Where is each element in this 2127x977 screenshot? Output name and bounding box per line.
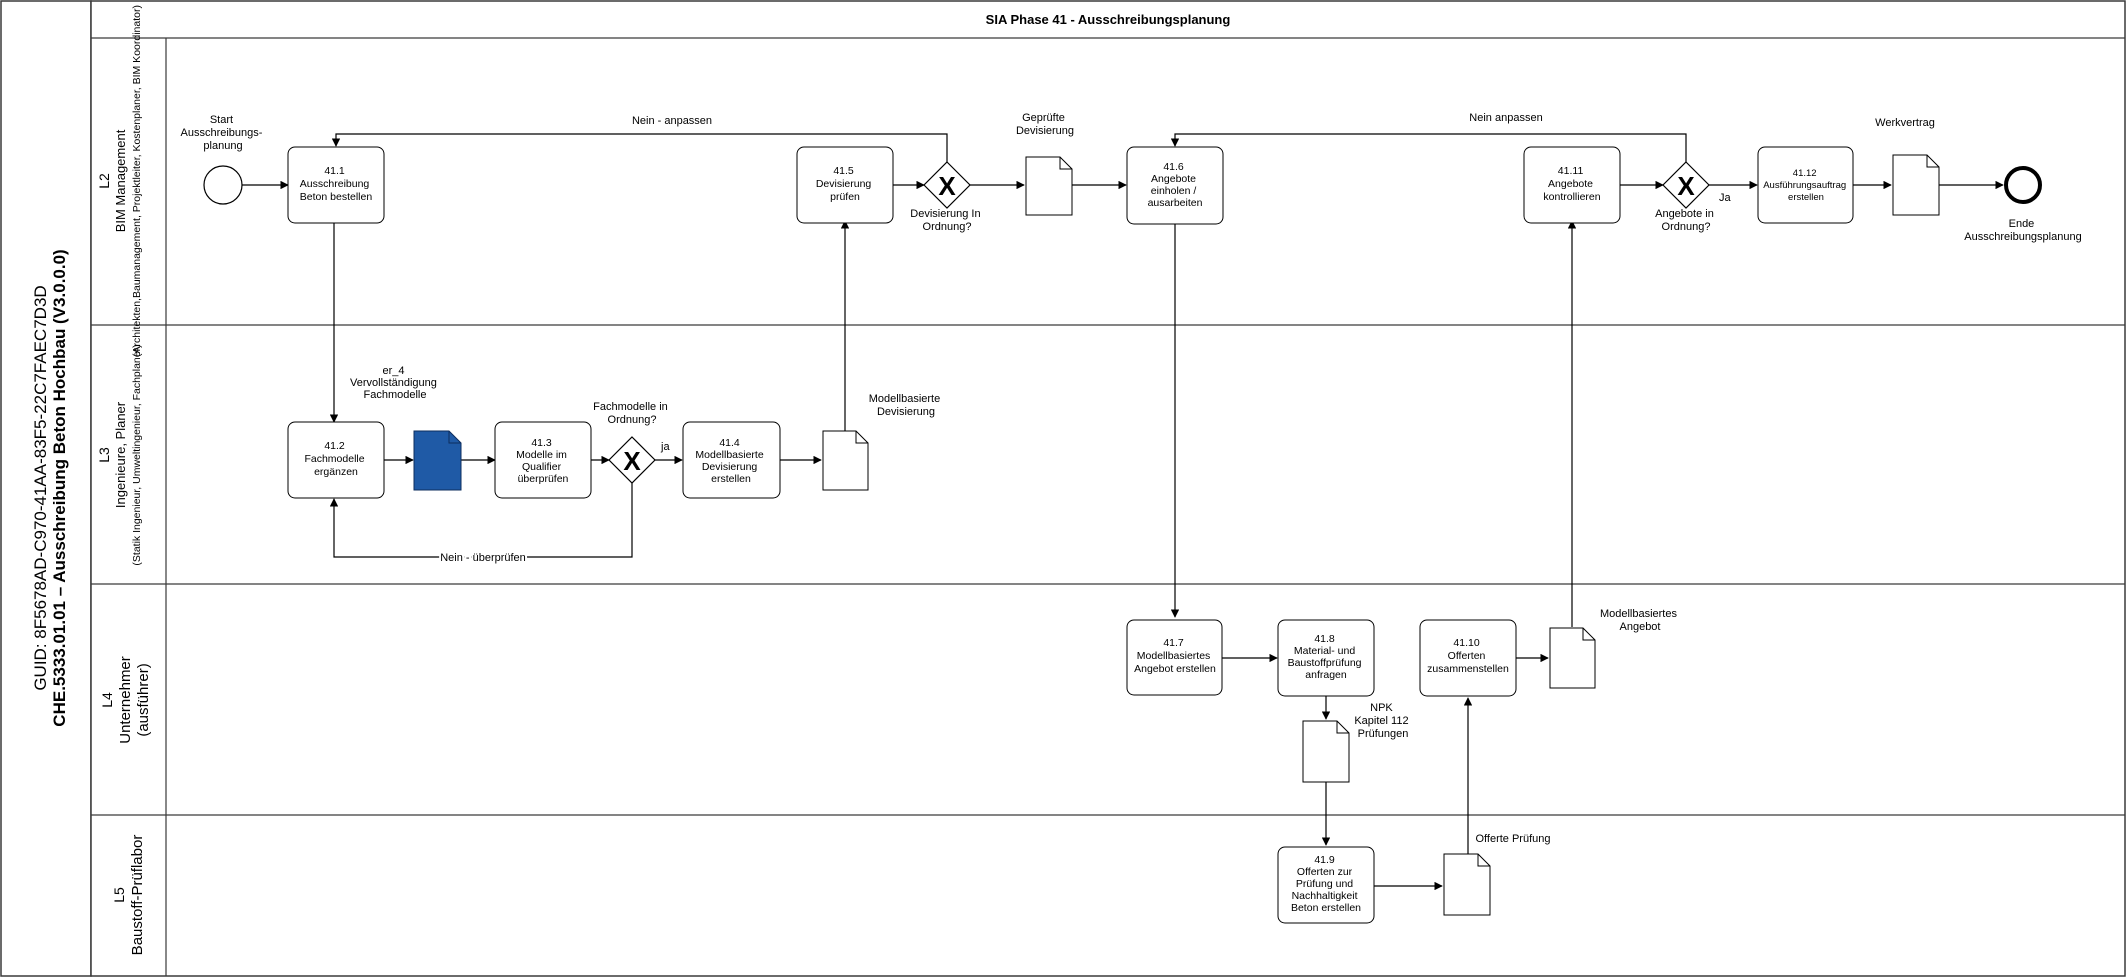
task-label: 41.8 Material- und Baustoffprüfung anfra… — [1288, 633, 1365, 681]
flow-label-nein-anpassen-angebote: Nein anpassen — [1469, 112, 1542, 124]
lane-detail: (ausführer) — [135, 663, 152, 736]
pool-side-guid: GUID: 8F5678AD-C970-41AA-83F5-22C7FAEC7D… — [31, 285, 50, 690]
lane-header-l3: L3 Ingenieure, Planer (Statik Ingenieur,… — [96, 344, 143, 565]
task-41-10[interactable]: 41.10 Offerten zusammenstellen — [1419, 619, 1517, 697]
flow-label-nein-ueberpruefen: Nein - überprüfen — [440, 552, 526, 564]
flow-gateway-nein-41-2 — [329, 483, 633, 558]
document-label: Offerte Prüfung — [1475, 833, 1550, 845]
document-modellbasierte-devisierung[interactable]: Modellbasierte Devisierung — [822, 393, 944, 491]
task-41-11[interactable]: 41.11 Angebote kontrollieren — [1523, 146, 1621, 224]
start-event[interactable]: Start Ausschreibungs- planung — [181, 114, 266, 205]
pool-title: SIA Phase 41 - Ausschreibungsplanung — [986, 12, 1231, 27]
flow-label-ja-angebote: Ja — [1719, 192, 1732, 204]
lane-name: Unternehmer — [117, 656, 134, 744]
task-41-6[interactable]: 41.6 Angebote einholen / ausarbeiten — [1126, 146, 1224, 225]
gateway-label: Fachmodelle in Ordnung? — [593, 401, 671, 426]
flow-label-ja-fach: ja — [660, 441, 670, 453]
task-41-8[interactable]: 41.8 Material- und Baustoffprüfung anfra… — [1277, 619, 1375, 697]
task-41-3[interactable]: 41.3 Modelle im Qualifier überprüfen — [494, 421, 592, 499]
document-werkvertrag[interactable]: Werkvertrag — [1875, 117, 1940, 216]
sequence-flows — [242, 133, 2004, 891]
lane-code: L2 — [96, 173, 112, 189]
document-npk[interactable]: NPK Kapitel 112 Prüfungen — [1302, 702, 1412, 783]
document-gepruefte-devisierung[interactable]: Geprüfte Devisierung — [1016, 112, 1074, 216]
task-41-2[interactable]: 41.2 Fachmodelle ergänzen — [287, 421, 385, 499]
lane-detail: (Architekten,Baumanagement, Projektleite… — [131, 5, 143, 357]
task-label: 41.4 Modellbasierte Devisierung erstelle… — [695, 437, 766, 485]
flow-gateway-angebote-nein — [1170, 133, 1687, 162]
start-event-label: Start Ausschreibungs- planung — [181, 114, 266, 152]
task-41-4[interactable]: 41.4 Modellbasierte Devisierung erstelle… — [682, 421, 781, 499]
task-41-1[interactable]: 41.1 Ausschreibung Beton bestellen — [287, 146, 385, 224]
document-label: er_4 Vervollständigung Fachmodelle — [350, 365, 440, 401]
document-er4[interactable]: er_4 Vervollständigung Fachmodelle — [350, 365, 462, 491]
task-41-7[interactable]: 41.7 Modellbasiertes Angebot erstellen — [1126, 619, 1223, 696]
end-event-label: Ende Ausschreibungsplanung — [1964, 218, 2081, 243]
task-label: 41.5 Devisierung prüfen — [816, 165, 874, 203]
task-label: 41.1 Ausschreibung Beton bestellen — [300, 165, 373, 203]
lane-header-l5: L5 Baustoff-Prüflabor — [111, 835, 146, 956]
document-label: Modellbasiertes Angebot — [1600, 608, 1680, 633]
flow-labels: ja Nein - überprüfen Nein - anpassen Nei… — [438, 112, 1732, 566]
xor-icon: X — [938, 171, 956, 201]
pool-side-frame — [0, 0, 92, 977]
task-label: 41.2 Fachmodelle ergänzen — [304, 440, 367, 478]
gateway-label: Angebote in Ordnung? — [1655, 208, 1717, 233]
lane-name: Ingenieure, Planer — [113, 401, 128, 508]
document-label: Werkvertrag — [1875, 117, 1935, 129]
pool-side-name: CHE.5333.01.01 – Ausschreibung Beton Hoc… — [50, 249, 69, 726]
lane-code: L4 — [99, 692, 115, 708]
gateway-devisierung[interactable]: X Devisierung In Ordnung? — [910, 161, 983, 233]
task-label: 41.11 Angebote kontrollieren — [1543, 165, 1600, 203]
lane-name: Baustoff-Prüflabor — [129, 835, 146, 956]
gateway-angebote[interactable]: X Angebote in Ordnung? — [1655, 161, 1717, 233]
lane-name: BIM Management — [113, 129, 128, 232]
task-label: 41.9 Offerten zur Prüfung und Nachhaltig… — [1291, 854, 1361, 914]
flow-gateway-devis-nein — [331, 133, 948, 162]
document-label: Geprüfte Devisierung — [1016, 112, 1074, 137]
xor-icon: X — [1677, 171, 1695, 201]
task-41-12[interactable]: 41.12 Ausführungsauftrag erstellen — [1757, 146, 1854, 224]
task-label: 41.12 Ausführungsauftrag erstellen — [1763, 168, 1849, 203]
flow-label-nein-anpassen-devis: Nein - anpassen — [632, 115, 712, 127]
lane-code: L3 — [96, 447, 112, 463]
lane-header-l2: L2 BIM Management (Architekten,Baumanage… — [96, 5, 143, 357]
lane-detail: (Statik Ingenieur, Umweltingenieur, Fach… — [131, 344, 143, 565]
document-modellbasiertes-angebot[interactable]: Modellbasiertes Angebot — [1549, 608, 1680, 689]
task-label: 41.6 Angebote einholen / ausarbeiten — [1148, 161, 1203, 209]
gateway-label: Devisierung In Ordnung? — [910, 208, 983, 233]
task-label: 41.3 Modelle im Qualifier überprüfen — [516, 437, 570, 485]
task-41-5[interactable]: 41.5 Devisierung prüfen — [796, 146, 894, 224]
gateway-fachmodelle[interactable]: X Fachmodelle in Ordnung? — [593, 401, 671, 484]
lane-code: L5 — [111, 887, 127, 903]
task-41-9[interactable]: 41.9 Offerten zur Prüfung und Nachhaltig… — [1277, 846, 1375, 924]
end-event[interactable]: Ende Ausschreibungsplanung — [1964, 166, 2082, 243]
task-label: 41.10 Offerten zusammenstellen — [1427, 637, 1509, 675]
document-label: Modellbasierte Devisierung — [869, 393, 944, 418]
document-offerte-pruefung[interactable]: Offerte Prüfung — [1443, 833, 1551, 916]
lane-header-l4: L4 Unternehmer (ausführer) — [99, 656, 152, 744]
document-label: NPK Kapitel 112 Prüfungen — [1354, 702, 1411, 740]
xor-icon: X — [623, 446, 641, 476]
task-label: 41.7 Modellbasiertes Angebot erstellen — [1134, 637, 1216, 675]
